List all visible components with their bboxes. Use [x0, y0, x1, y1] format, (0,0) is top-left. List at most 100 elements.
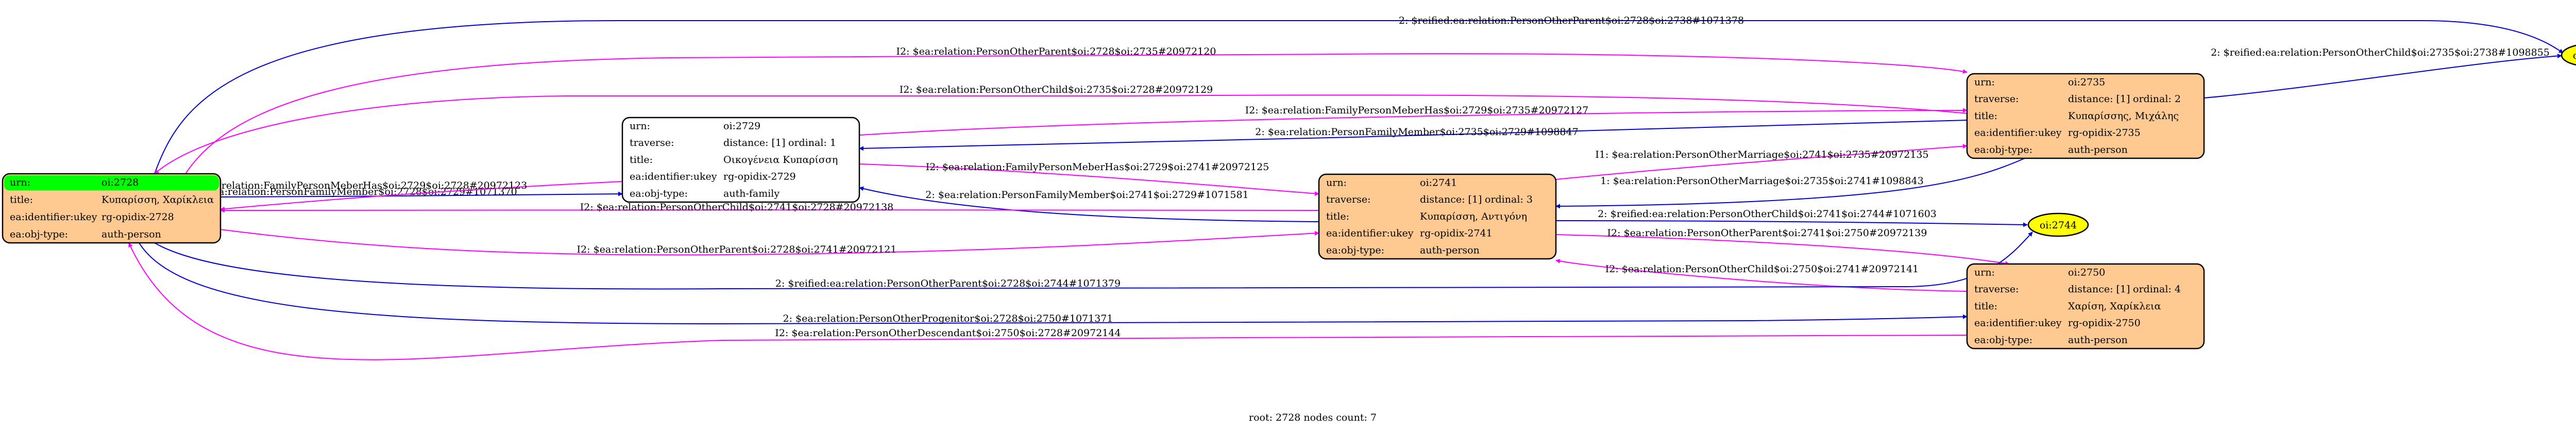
- edge-e08: [220, 181, 623, 211]
- nodes-layer: urn: oi:2728 title: Κυπαρίσση, Χαρίκλεια ea:…: [2, 44, 2576, 350]
- edge-label-e11: 1: $ea:relation:PersonOtherMarriage$oi:2…: [1600, 175, 1924, 187]
- edge-label-e08: I2: $ea:relation:FamilyPersonMeberHas$oi…: [184, 180, 528, 191]
- edge-label-e09: I2: $ea:relation:FamilyPersonMeberHas$oi…: [926, 161, 1269, 173]
- node-n2735-cell: auth-person: [2068, 144, 2128, 156]
- node-box: [1966, 73, 2205, 159]
- node-n2729-cell: oi:2729: [723, 120, 760, 131]
- node-n2741-cell: oi:2741: [1420, 177, 1457, 188]
- node-n2729-cell: Οικογένεια Κυπαρίσση: [723, 154, 838, 166]
- edge-e09: [859, 163, 1319, 196]
- ellipse-node-e2738[interactable]: oi:2738: [2561, 44, 2576, 67]
- edge-label-e15: I2: $ea:relation:PersonOtherParent$oi:27…: [1607, 227, 1927, 239]
- node-n2729-cell: ea:obj-type:: [630, 188, 688, 200]
- node-n2750-cell: oi:2750: [2068, 267, 2105, 278]
- node-n2750-cell: title:: [1974, 301, 1997, 312]
- node-n2735-cell: ea:identifier:ukey: [1974, 127, 2062, 139]
- node-n2741[interactable]: urn: oi:2741 traverse: distance: [1]ordinal…: [1318, 173, 1557, 260]
- node-n2728-cell: rg-opidix-2728: [101, 211, 174, 223]
- footer-summary: root: 2728 nodes count: 7: [1249, 412, 1377, 423]
- edge-label-e17: I2: $ea:relation:PersonOtherChild$oi:275…: [1605, 263, 1919, 275]
- edge-e15: [1555, 234, 2010, 266]
- node-n2741-cell: auth-person: [1420, 245, 1480, 256]
- edge-e06: [859, 120, 1968, 151]
- node-n2735-cell: title:: [1974, 110, 1997, 122]
- node-n2728-cell: oi:2728: [101, 177, 139, 188]
- edge-label-e18: 2: $reified:ea:relation:PersonOtherParen…: [775, 278, 1121, 289]
- edge-e02: [185, 53, 1968, 174]
- node-n2750-cell: Χαρίση, Χαρίκλεια: [2068, 301, 2161, 312]
- node-n2728-cell: ea:obj-type:: [10, 228, 68, 240]
- node-box: [1966, 263, 2205, 350]
- edge-e01: [154, 20, 2564, 174]
- ellipse-label: oi:2744: [2040, 220, 2077, 231]
- edge-e12: [859, 186, 1319, 222]
- node-n2729-cell: traverse:: [630, 137, 674, 148]
- node-n2735-cell: Κυπαρίσσης, Μιχάλης: [2068, 110, 2179, 122]
- edge-label-e20: I2: $ea:relation:PersonOtherDescendant$o…: [775, 327, 1121, 339]
- node-n2750[interactable]: urn: oi:2750 traverse: distance: [1]ordinal…: [1966, 263, 2205, 350]
- node-n2735-cell: traverse:: [1974, 93, 2019, 105]
- edge-e04: [154, 94, 1968, 174]
- node-n2750-cell: urn:: [1974, 267, 1995, 278]
- node-n2741-cell: urn:: [1326, 177, 1347, 188]
- edge-label-e03: 2: $reified:ea:relation:PersonOtherChild…: [2211, 47, 2550, 58]
- edge-e03: [2204, 54, 2562, 98]
- edge-label-e14: 2: $reified:ea:relation:PersonOtherChild…: [1598, 208, 1937, 220]
- node-n2750-cell: ea:identifier:ukey: [1974, 318, 2062, 329]
- node-n2735[interactable]: urn: oi:2735 traverse: distance: [1]ordinal…: [1966, 73, 2205, 159]
- node-n2741-cell: distance: [1]: [1420, 194, 1482, 205]
- node-n2741-cell: title:: [1326, 211, 1349, 222]
- edge-label-e02: I2: $ea:relation:PersonOtherParent$oi:27…: [896, 46, 1216, 57]
- edge-label-e01: 2: $reified:ea:relation:PersonOtherParen…: [1399, 15, 1744, 26]
- node-n2750-cell: auth-person: [2068, 335, 2128, 346]
- edge-e20: [128, 242, 1968, 360]
- edge-e11: [1555, 158, 2025, 209]
- node-n2735-cell: oi:2735: [2068, 76, 2105, 88]
- node-n2735-cell: rg-opidix-2735: [2068, 127, 2141, 139]
- node-n2729-cell: ea:identifier:ukey: [630, 171, 717, 183]
- node-n2729-cell: distance: [1]: [723, 137, 785, 148]
- node-n2741-cell: ea:identifier:ukey: [1326, 228, 1414, 239]
- node-n2750-cell: rg-opidix-2750: [2068, 318, 2141, 329]
- ellipse-shape: [2561, 44, 2576, 66]
- edge-e10: [1555, 144, 1968, 180]
- edge-label-e13: I2: $ea:relation:PersonOtherChild$oi:274…: [580, 202, 894, 213]
- edge-e19: [139, 242, 1968, 325]
- node-n2728-cell: Κυπαρίσση, Χαρίκλεια: [101, 194, 214, 205]
- node-n2729-cell: auth-family: [723, 188, 779, 200]
- edge-e07: [220, 191, 623, 197]
- node-n2735-cell: ea:obj-type:: [1974, 144, 2032, 156]
- node-n2728-cell: auth-person: [101, 228, 161, 240]
- node-n2750-cell: distance: [1]: [2068, 284, 2130, 295]
- node-n2729-cell: title:: [630, 154, 653, 166]
- edge-e05: [859, 108, 1968, 136]
- node-n2750-cell: ea:obj-type:: [1974, 335, 2032, 346]
- node-n2729-cell: urn:: [630, 120, 650, 131]
- edge-label-e04: I2: $ea:relation:PersonOtherChild$oi:273…: [900, 84, 1213, 95]
- edge-label-e05: I2: $ea:relation:FamilyPersonMeberHas$oi…: [1245, 105, 1589, 116]
- node-n2741-cell: traverse:: [1326, 194, 1371, 205]
- node-n2741-cell: ea:obj-type:: [1326, 245, 1384, 256]
- ellipse-node-e2744[interactable]: oi:2744: [2027, 212, 2089, 237]
- edge-label-e07: 2: $ea:relation:PersonFamilyMember$oi:27…: [194, 186, 517, 197]
- edge-label-e16: I2: $ea:relation:PersonOtherParent$oi:27…: [577, 244, 897, 255]
- node-n2735-cell: ordinal: 2: [2133, 93, 2181, 105]
- node-n2750-cell: traverse:: [1974, 284, 2019, 295]
- node-n2735-cell: distance: [1]: [2068, 93, 2130, 105]
- edge-label-e12: 2: $ea:relation:PersonFamilyMember$oi:27…: [925, 189, 1248, 201]
- root-header-highlight: [4, 175, 219, 191]
- node-n2741-cell: rg-opidix-2741: [1420, 228, 1493, 239]
- node-n2750-cell: ordinal: 4: [2133, 284, 2181, 295]
- node-n2735-cell: urn:: [1974, 76, 1995, 88]
- node-n2729-cell: rg-opidix-2729: [723, 171, 796, 183]
- node-n2741-cell: ordinal: 3: [1485, 194, 1533, 205]
- node-box: [2, 173, 222, 244]
- edge-e17: [1555, 259, 1968, 292]
- node-box: [621, 117, 860, 203]
- node-n2728-cell: ea:identifier:ukey: [10, 211, 97, 223]
- edge-label-e10: I1: $ea:relation:PersonOtherMarriage$oi:…: [1595, 149, 1928, 160]
- edge-label-e06: 2: $ea:relation:PersonFamilyMember$oi:27…: [1255, 126, 1578, 138]
